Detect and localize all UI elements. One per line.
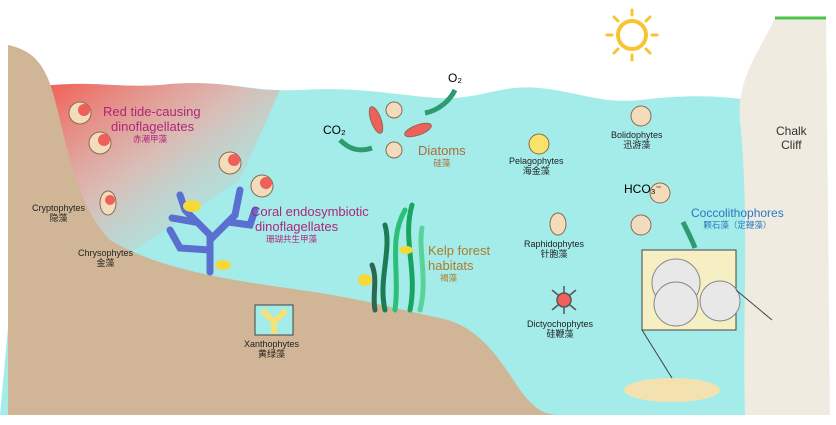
coccolith-spheres [651,258,741,327]
coccolith-arrow-icon [680,220,698,249]
fish-icon [215,260,231,270]
seabed-sand [8,45,560,415]
coccolithophore-cell [649,182,671,204]
red-tide-area [30,83,280,260]
fish-icon [399,246,413,254]
raphidophyte-cell [549,212,567,236]
coccolithophore-cell [630,214,652,236]
kelp-icon [369,202,426,313]
co2-arrow-icon [338,138,373,153]
bolidophyte-cell [630,105,652,127]
fish-icon [358,274,372,286]
inset-line [735,289,773,321]
o2-label: O₂ [448,71,462,85]
coral-icon [166,186,259,276]
sun-icon [605,8,659,62]
o2-arrow-icon [424,88,458,116]
hco3-label: HCO₃⁻ [624,182,662,196]
xanthophyte-filament [259,307,289,334]
chalk-cliff [739,18,830,415]
pelagophyte-cell [528,133,550,155]
cell-chloroplasts [78,104,272,205]
fish-icon [183,200,201,212]
diatom-cells [368,101,432,159]
dictyochophyte-cell [551,286,577,314]
co2-label: CO₂ [323,123,346,137]
chalk-mound [624,378,720,402]
inset-line [641,329,673,379]
